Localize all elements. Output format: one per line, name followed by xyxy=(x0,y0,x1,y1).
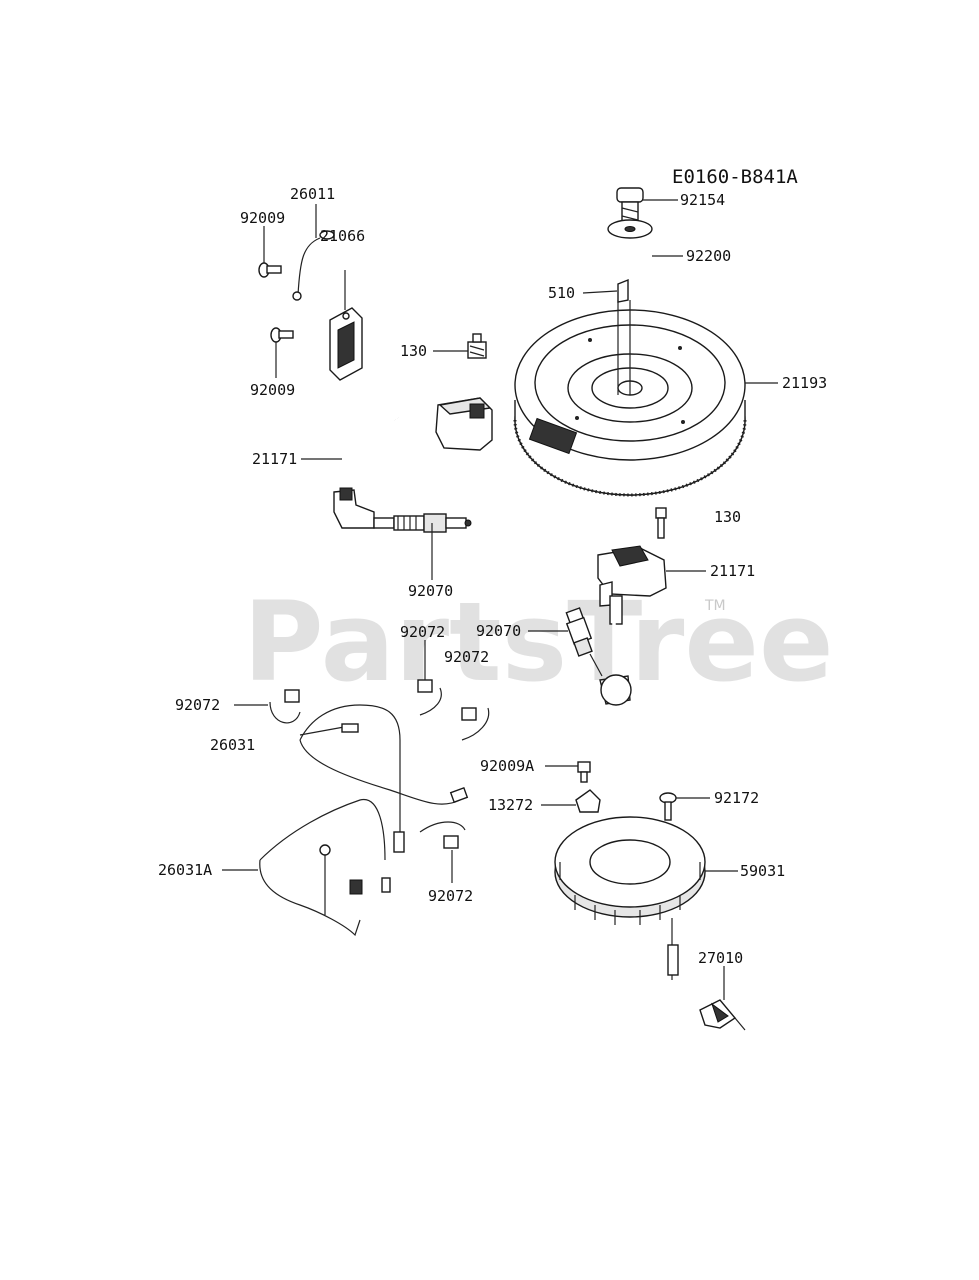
label-92070-right: 92070 xyxy=(476,622,521,640)
label-26031: 26031 xyxy=(210,736,255,754)
label-92200: 92200 xyxy=(686,247,731,265)
label-26031A: 26031A xyxy=(158,861,212,879)
part-stator-screw[interactable] xyxy=(659,792,677,821)
label-13272: 13272 xyxy=(488,796,533,814)
part-key[interactable] xyxy=(617,278,629,303)
label-59031: 59031 xyxy=(740,862,785,880)
part-bolt-130-right[interactable] xyxy=(655,507,667,539)
part-screw-top[interactable] xyxy=(258,262,282,278)
label-21193: 21193 xyxy=(782,374,827,392)
part-regulator[interactable] xyxy=(329,307,363,381)
part-clamp-a[interactable] xyxy=(269,689,301,724)
part-bracket-13272[interactable] xyxy=(575,789,601,813)
label-92072-a: 92072 xyxy=(400,623,445,641)
part-ground-lead[interactable] xyxy=(292,230,335,301)
part-clamp-c[interactable] xyxy=(461,707,490,741)
part-flywheel[interactable] xyxy=(513,309,747,497)
label-92154: 92154 xyxy=(680,191,725,209)
part-clamp-d[interactable] xyxy=(419,821,466,849)
label-92009A: 92009A xyxy=(480,757,534,775)
label-92172: 92172 xyxy=(714,789,759,807)
label-27010: 27010 xyxy=(698,949,743,967)
label-92072-d: 92072 xyxy=(428,887,473,905)
label-92009-bottom: 92009 xyxy=(250,381,295,399)
watermark: PartsTree xyxy=(243,578,834,706)
part-wire-harness-a[interactable] xyxy=(259,799,391,937)
label-92009-top: 92009 xyxy=(240,209,285,227)
part-flywheel-washer[interactable] xyxy=(607,219,653,239)
part-screw-bottom[interactable] xyxy=(270,327,294,343)
part-ignition-coil-left[interactable] xyxy=(333,397,493,529)
trademark-mark: TM xyxy=(704,598,726,614)
part-spark-plug-left[interactable] xyxy=(373,513,472,533)
label-130-left: 130 xyxy=(400,342,427,360)
label-92070-left: 92070 xyxy=(408,582,453,600)
label-92072-c: 92072 xyxy=(175,696,220,714)
label-130-right: 130 xyxy=(714,508,741,526)
label-21171-right: 21171 xyxy=(710,562,755,580)
part-stator[interactable] xyxy=(554,816,706,980)
part-bolt-130-left[interactable] xyxy=(467,333,487,359)
label-510: 510 xyxy=(548,284,575,302)
part-wire-harness[interactable] xyxy=(299,704,469,853)
label-26011: 26011 xyxy=(290,185,335,203)
label-21171-left: 21171 xyxy=(252,450,297,468)
part-switch-27010[interactable] xyxy=(699,999,746,1031)
part-screw-92009a[interactable] xyxy=(577,761,591,783)
diagram-code: E0160-B841A xyxy=(672,166,798,188)
part-ignition-coil-right[interactable] xyxy=(597,545,667,706)
label-92072-b: 92072 xyxy=(444,648,489,666)
label-21066: 21066 xyxy=(320,227,365,245)
part-spark-plug-right[interactable] xyxy=(565,607,603,677)
